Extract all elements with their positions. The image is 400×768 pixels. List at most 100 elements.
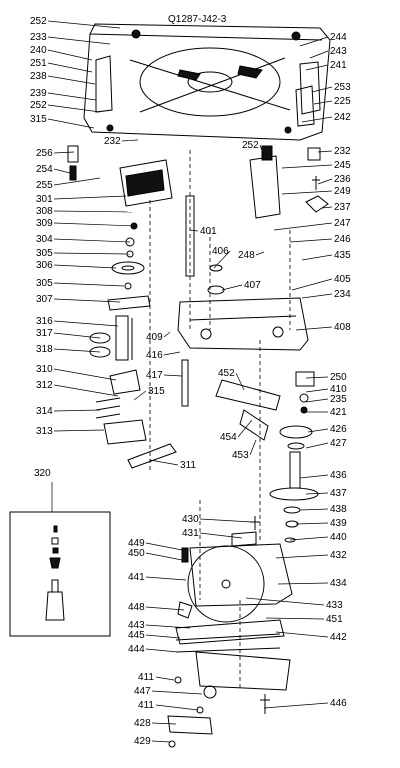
part-number-label: 314 [36, 406, 53, 417]
callout-315: 315 [30, 114, 95, 129]
leader-line [199, 532, 243, 539]
callout-240: 240 [30, 45, 93, 61]
part-number-label: 311 [180, 460, 196, 471]
leader-line [47, 104, 101, 113]
part-number-label: 316 [36, 316, 53, 327]
part-number-label: 443 [128, 620, 145, 631]
part-number-label: 417 [146, 370, 163, 381]
leader-line [53, 151, 75, 154]
part-number-label: 442 [330, 632, 347, 643]
part-number-label: 232 [104, 136, 121, 147]
leader-line [305, 376, 329, 379]
part-number-label: 433 [326, 600, 343, 611]
part-number-label: 225 [334, 96, 351, 107]
leader-line [305, 398, 329, 403]
callout-243: 243 [309, 46, 347, 59]
part-number-label: 251 [30, 58, 47, 69]
part-number-label: 242 [334, 112, 351, 123]
part-number-label: 447 [134, 686, 151, 697]
callout-242: 242 [301, 112, 351, 123]
callout-247: 247 [273, 218, 351, 231]
leader-line [53, 409, 101, 412]
leader-line [53, 195, 127, 200]
part-number-label: 401 [200, 226, 217, 237]
callout-307: 307 [36, 294, 121, 305]
leader-line [301, 116, 333, 123]
leader-line [265, 617, 325, 620]
part-number-label: 405 [334, 274, 351, 285]
callout-432: 432 [275, 550, 347, 561]
leader-line [281, 164, 333, 169]
callout-labels: 2522332402512382392523152322562542553013… [30, 16, 351, 747]
callout-310: 310 [36, 364, 117, 381]
leader-line [263, 702, 329, 709]
leader-line [321, 206, 333, 209]
callout-438: 438 [299, 504, 347, 515]
callout-235: 235 [305, 394, 347, 405]
callout-435: 435 [301, 250, 351, 261]
part-number-label: 234 [334, 289, 351, 300]
callout-448: 448 [128, 602, 185, 613]
callout-233: 233 [30, 32, 111, 45]
leader-line [47, 20, 121, 29]
callout-248: 248 [238, 250, 265, 261]
callout-439: 439 [295, 518, 347, 529]
leader-line [309, 50, 329, 59]
callout-443: 443 [128, 620, 191, 631]
callout-252: 252 [242, 140, 265, 157]
callout-252: 252 [30, 16, 121, 29]
leader-line [145, 542, 183, 551]
diagram-id: Q1287-J42-3 [168, 14, 227, 25]
part-number-label: 240 [30, 45, 47, 56]
leader-line [151, 740, 171, 743]
part-number-label: 253 [334, 82, 351, 93]
callout-428: 428 [134, 718, 177, 729]
base-chassis [83, 23, 331, 141]
leader-line [295, 522, 329, 525]
part-number-label: 232 [334, 146, 351, 157]
part-number-label: 408 [334, 322, 351, 333]
leader-line [301, 254, 333, 261]
part-number-label: 250 [330, 372, 347, 383]
leader-line [317, 150, 333, 153]
part-number-label: 243 [330, 46, 347, 57]
part-number-label: 249 [334, 186, 351, 197]
leader-line [259, 144, 265, 157]
leader-line [53, 348, 101, 353]
part-number-label: 245 [334, 160, 351, 171]
callout-441: 441 [128, 572, 187, 583]
callout-411: 411 [138, 700, 199, 711]
leader-line [53, 332, 101, 339]
part-number-label: 429 [134, 736, 151, 747]
callout-405: 405 [291, 274, 351, 291]
leader-line [163, 374, 183, 377]
part-number-label: 441 [128, 572, 145, 583]
callout-440: 440 [289, 532, 347, 543]
callout-450: 450 [128, 548, 183, 561]
part-number-label: 449 [128, 538, 145, 549]
callout-305: 305 [36, 278, 125, 289]
leader-line [311, 86, 333, 93]
callout-409: 409 [146, 331, 171, 343]
part-number-label: 444 [128, 644, 145, 655]
callout-309: 309 [36, 218, 137, 229]
part-number-label: 315 [30, 114, 47, 125]
part-number-label: 411 [138, 672, 154, 683]
part-number-label: 255 [36, 180, 53, 191]
part-number-label: 434 [330, 578, 347, 589]
callout-407: 407 [221, 280, 261, 291]
right-side-parts [249, 85, 329, 219]
callout-311: 311 [149, 459, 196, 471]
callout-454: 454 [220, 419, 253, 443]
part-number-label: 305 [36, 278, 53, 289]
leader-line [47, 62, 93, 73]
callout-449: 449 [128, 538, 183, 551]
callout-445: 445 [128, 630, 181, 641]
callout-318: 318 [36, 344, 101, 355]
leader-line [53, 210, 133, 213]
callout-245: 245 [281, 160, 351, 171]
callout-408: 408 [295, 322, 351, 333]
part-number-label: 450 [128, 548, 145, 559]
callout-410: 410 [305, 384, 347, 395]
callout-256: 256 [36, 148, 75, 159]
